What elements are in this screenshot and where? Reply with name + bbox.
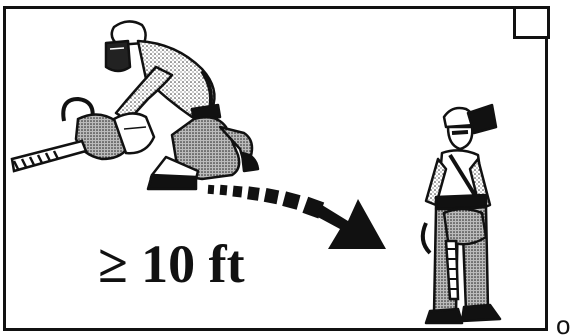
page-mark: o	[556, 312, 570, 336]
illustration-art	[6, 9, 548, 331]
illustration-frame: ≥ 10 ft	[3, 6, 548, 331]
minimum-distance-label: ≥ 10 ft	[98, 237, 245, 291]
corner-checkbox-square	[513, 6, 550, 39]
kneeling-worker-figure	[106, 21, 258, 189]
